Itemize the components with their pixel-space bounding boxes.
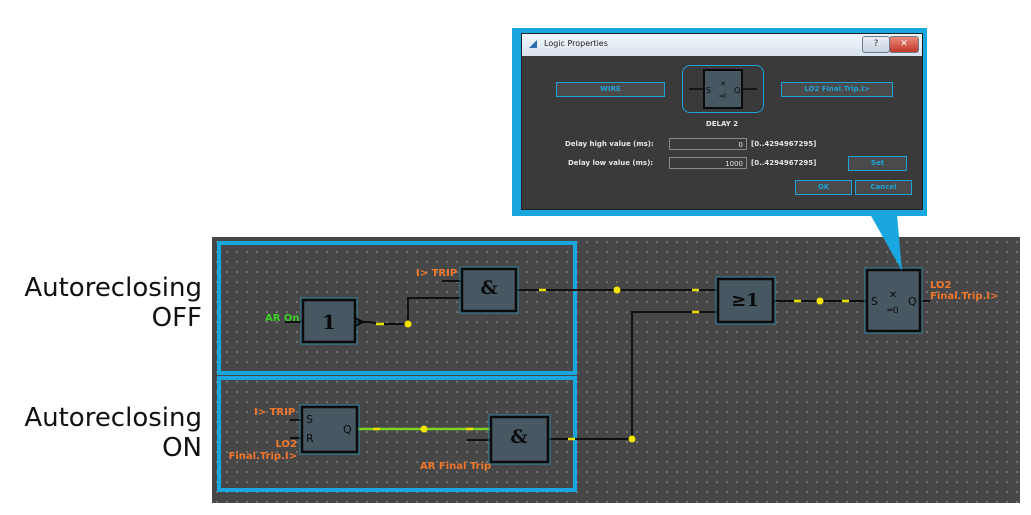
inverter-bubble-icon (354, 317, 366, 327)
set-button[interactable]: Set (848, 156, 907, 171)
autoreclosing-on-line2: ON (162, 433, 202, 463)
autoreclosing-off-line2: OFF (151, 303, 202, 333)
preview-pin-q: Q (734, 86, 740, 95)
sr-pin-r: R (306, 432, 314, 445)
delay-output-label-line1: LO2 (930, 280, 952, 291)
help-button[interactable]: ? (862, 36, 890, 53)
dialog-title: Logic Properties (544, 39, 608, 48)
output-destination-button[interactable]: LO2 Final.Trip.I> (781, 82, 893, 97)
delay-block[interactable]: S Q ✕ ═0 (864, 267, 923, 334)
cancel-button[interactable]: Cancel (855, 180, 912, 195)
not-gate-symbol: 1 (322, 310, 336, 334)
autoreclosing-off-group-frame (217, 241, 577, 375)
i-trip-signal-label-top: I> TRIP (416, 268, 457, 279)
dialog-titlebar[interactable]: Logic Properties ? ✕ (522, 34, 922, 56)
delay-pin-q: Q (908, 295, 917, 308)
delay-preview-icon: S Q ✕ ═0 (689, 69, 757, 109)
preview-pin-s: S (706, 86, 711, 95)
delay-pin-s: S (871, 295, 878, 308)
and-gate-block-bottom[interactable]: & (488, 414, 551, 465)
and-gate-symbol: & (480, 277, 497, 299)
sr-flipflop-block[interactable]: S R Q (299, 404, 360, 455)
delay-high-range: [0..4294967295] (751, 140, 817, 148)
pin-marks (373, 288, 849, 441)
delay-low-label: Delay low value (ms): (568, 159, 654, 167)
ok-button[interactable]: OK (795, 180, 852, 195)
lo2-reset-label-line2: Final.Trip.I> (229, 451, 298, 462)
block-preview: S Q ✕ ═0 (682, 65, 764, 113)
app-logo-icon (529, 40, 537, 48)
junction-node (613, 286, 621, 294)
delay-high-label: Delay high value (ms): (565, 140, 654, 148)
ar-on-signal-label: AR On (265, 313, 300, 324)
sr-pin-s: S (306, 413, 313, 426)
i-trip-signal-label-bottom: I> TRIP (254, 407, 295, 418)
and2-to-or-wire (548, 311, 718, 440)
block-name-label: DELAY 2 (705, 120, 739, 128)
delay-output-label-line2: Final.Trip.I> (930, 291, 999, 302)
autoreclosing-on-label: Autoreclosing ON (24, 403, 202, 463)
delay-center-top-icon: ✕ (889, 290, 897, 301)
not-to-and-wire (355, 297, 462, 325)
junction-node (628, 435, 636, 443)
and-gate-symbol: & (510, 426, 527, 448)
junction-node (404, 320, 412, 328)
not-gate-block[interactable]: 1 (300, 297, 366, 345)
junction-node (420, 425, 428, 433)
preview-center-bottom: ═0 (718, 93, 727, 100)
or-gate-symbol: ≥1 (731, 290, 759, 311)
delay-low-range: [0..4294967295] (751, 159, 817, 167)
or-gate-block[interactable]: ≥1 (715, 276, 776, 325)
junction-nodes (404, 286, 824, 443)
close-button[interactable]: ✕ (889, 36, 919, 53)
autoreclosing-on-line1: Autoreclosing (24, 403, 202, 433)
delay-low-input[interactable]: 1000 (669, 157, 747, 169)
logic-canvas[interactable] (212, 237, 1020, 503)
autoreclosing-off-line1: Autoreclosing (24, 273, 202, 303)
and-gate-block-top[interactable]: & (459, 266, 519, 314)
junction-node (816, 297, 824, 305)
autoreclosing-on-group-frame (217, 376, 577, 492)
delay-center-bottom: ═0 (886, 306, 898, 316)
wires (285, 280, 930, 441)
logic-properties-dialog: Logic Properties ? ✕ WIRE LO2 Final.Trip… (521, 33, 923, 210)
callout-pointer (870, 214, 902, 271)
ar-final-trip-signal-label: AR Final Trip (420, 461, 491, 472)
autoreclosing-off-label: Autoreclosing OFF (24, 273, 202, 333)
preview-center-top: ✕ (720, 80, 726, 88)
delay-high-input[interactable]: 0 (669, 138, 747, 150)
lo2-reset-label-line1: LO2 (276, 439, 298, 450)
input-wire-button[interactable]: WIRE (556, 82, 665, 97)
sr-pin-q: Q (343, 423, 352, 436)
